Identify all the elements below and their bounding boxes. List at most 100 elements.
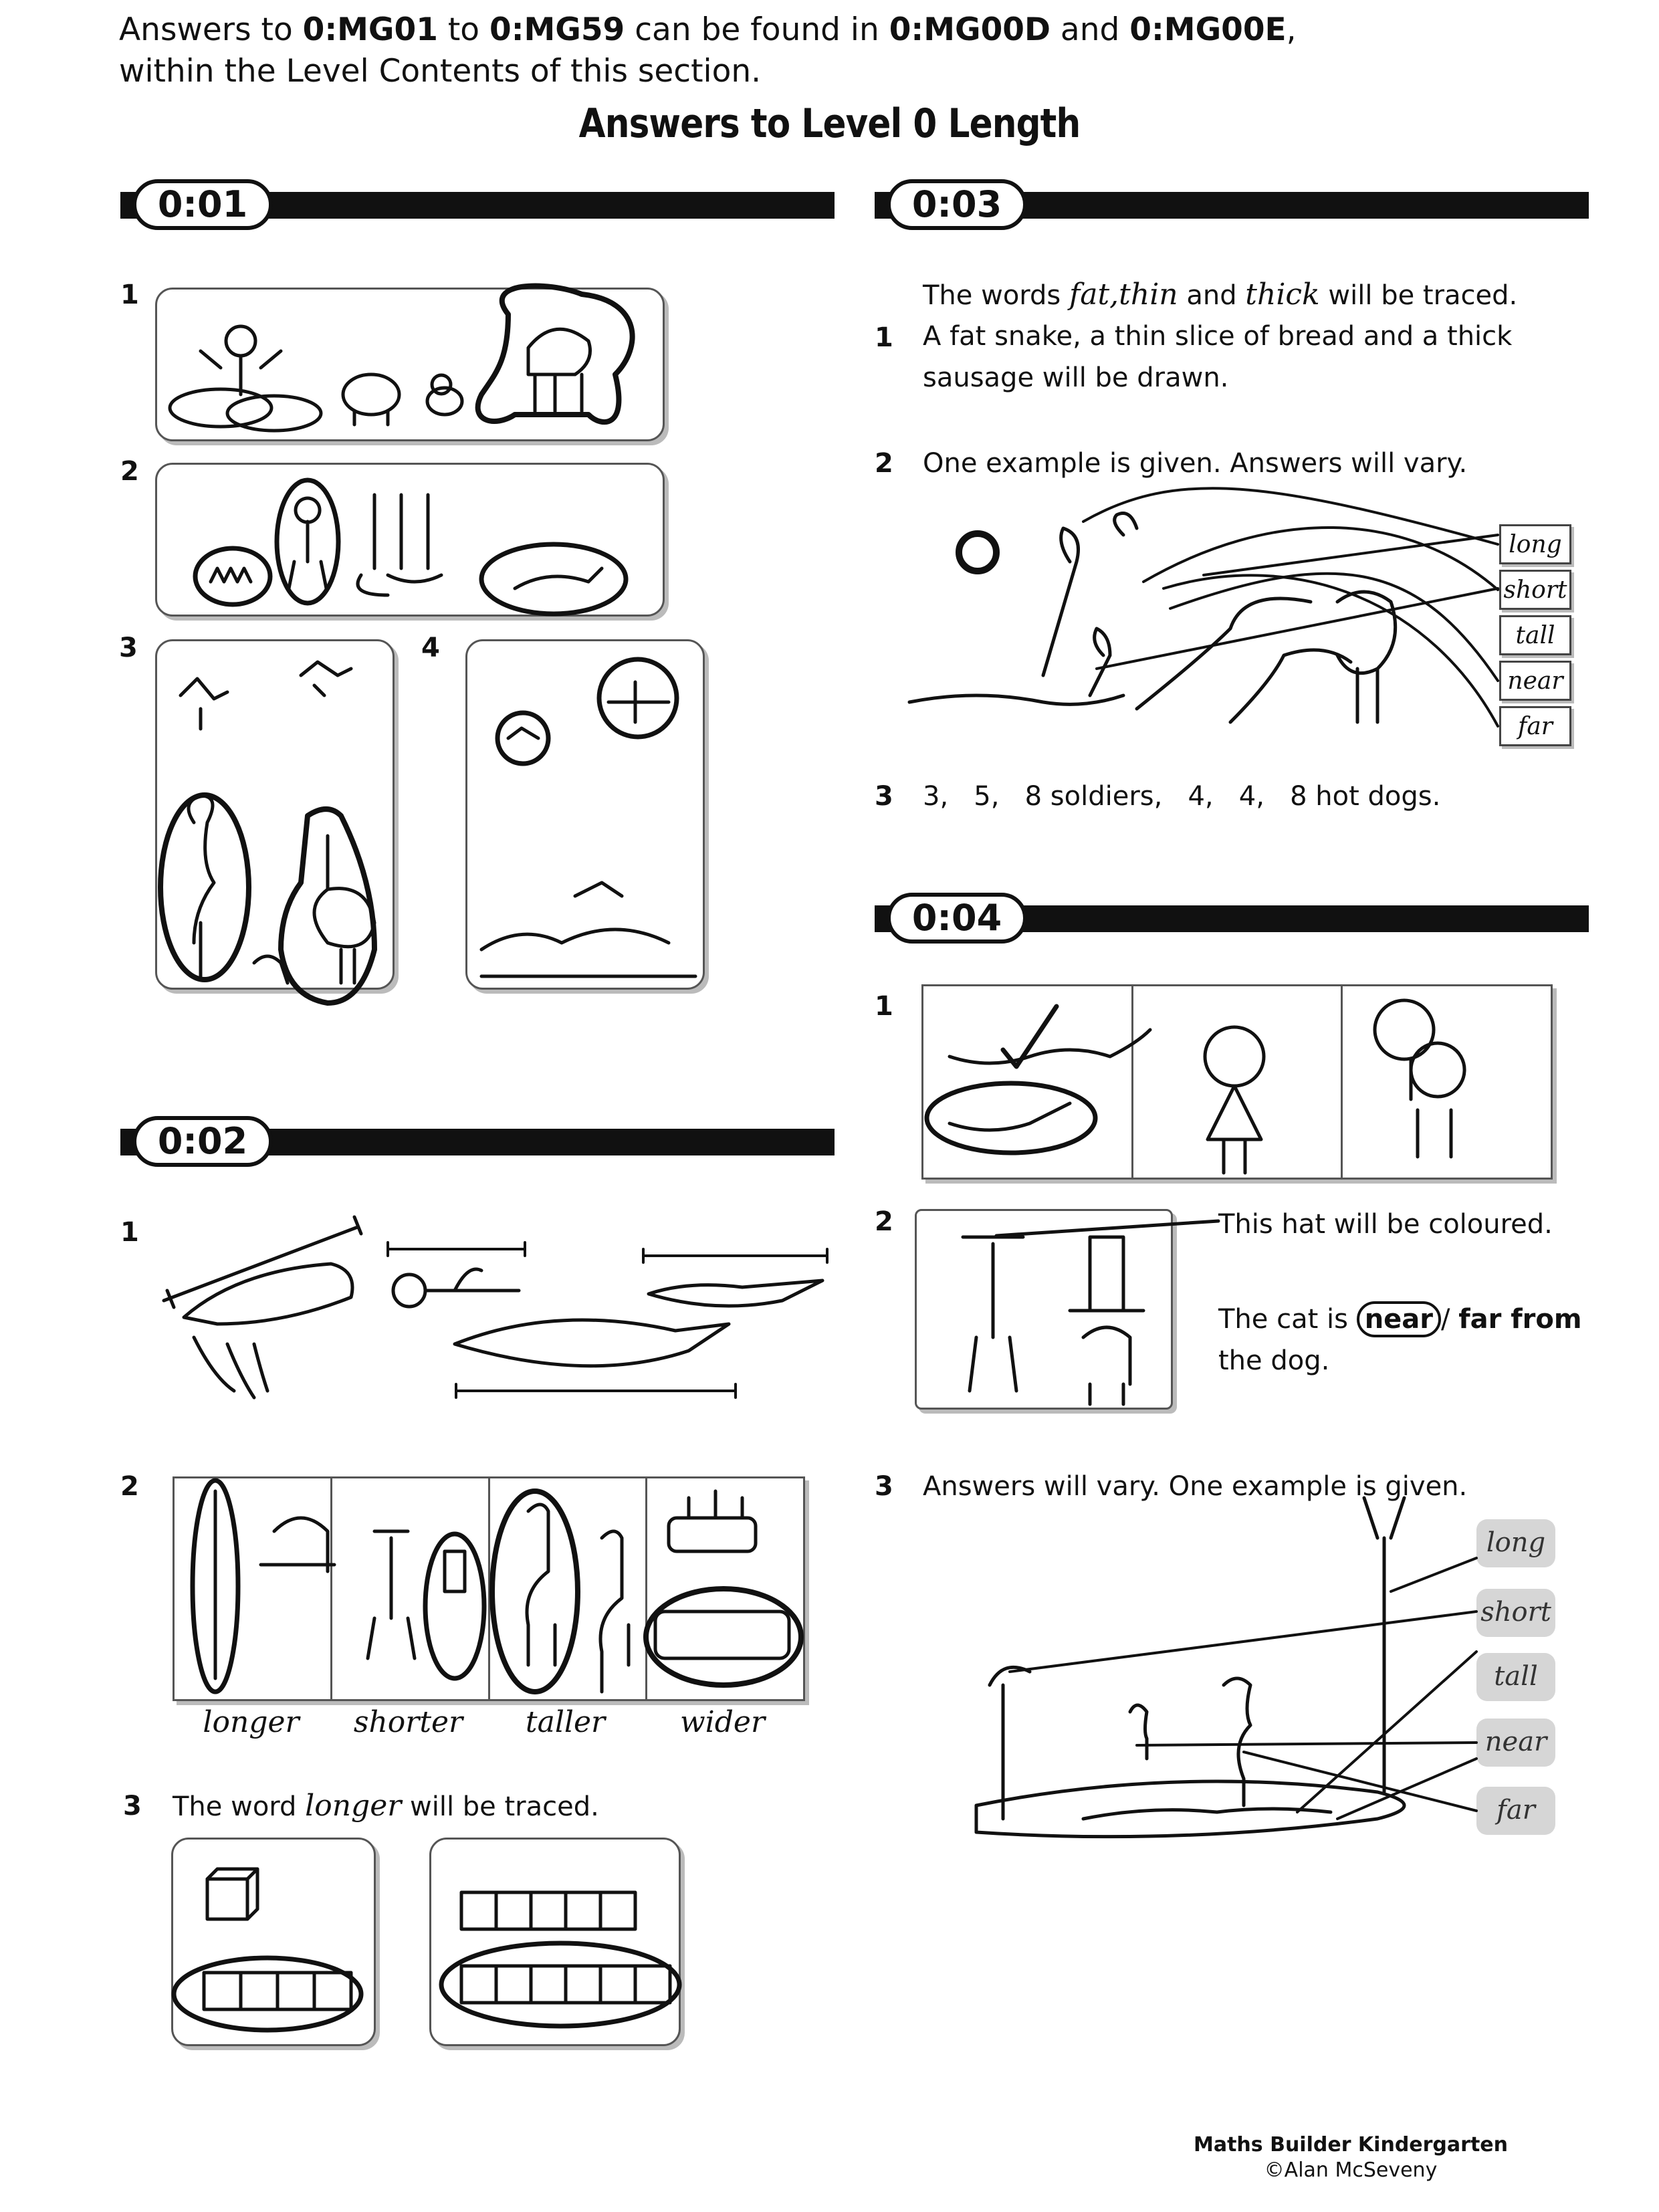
label-far: far: [1476, 1787, 1555, 1835]
question-number: 1: [875, 322, 893, 353]
footer-copyright: ©Alan McSeveny: [1264, 2159, 1438, 2182]
question-number: 2: [120, 1471, 139, 1502]
word-shorter: shorter: [353, 1705, 463, 1739]
bird-circle: [495, 710, 551, 766]
giraffe-icon: [525, 1503, 557, 1667]
boy-icon: [1409, 1041, 1466, 1159]
question-number: 3: [123, 1791, 142, 1821]
scene-icon: [479, 881, 697, 978]
question-number: 1: [120, 1217, 139, 1248]
label-short: short: [1476, 1589, 1555, 1637]
word-taller: taller: [525, 1705, 606, 1739]
tall-palm-icon: [1362, 1496, 1406, 1794]
footer-title: Maths Builder Kindergarten: [1193, 2133, 1508, 2156]
divider: [330, 1478, 332, 1699]
emu-icon: [1335, 590, 1398, 724]
man-icon: [366, 1529, 417, 1660]
divider: [488, 1478, 490, 1699]
label-far: far: [1499, 706, 1571, 746]
worm-icon: [948, 1028, 1152, 1065]
intro-line-1: Answers to 0:MG01 to 0:MG59 can be found…: [119, 11, 1297, 48]
small-bird-icon: [252, 954, 290, 985]
circled-near: near: [1356, 1301, 1442, 1337]
dolphin-icon: [182, 1262, 354, 1326]
splash-icon: [192, 1335, 269, 1400]
hat-pointer-line: [994, 1219, 1220, 1238]
pond-icon: [974, 1779, 1406, 1839]
bird-icon: [1113, 512, 1139, 537]
flamingo-circle: [158, 792, 251, 982]
giraffe-icon: [598, 1529, 631, 1694]
cat-line-2: the dog.: [1218, 1345, 1330, 1376]
label-long: long: [1499, 524, 1571, 564]
worm-circle: [924, 1081, 1098, 1155]
giraffe-circle: [489, 1488, 580, 1694]
flower-stem-icon: [423, 1267, 521, 1293]
small-flamingo-icon: [1128, 1703, 1149, 1761]
divider: [645, 1478, 647, 1699]
boy-circle: [274, 477, 341, 606]
section-label-003: 0:03: [887, 179, 1027, 230]
far-from: far from: [1458, 1304, 1582, 1335]
pig-icon: [341, 372, 401, 427]
question-number: 3: [875, 781, 893, 812]
question-number: 3: [875, 1471, 893, 1502]
hat-text: This hat will be coloured.: [1218, 1209, 1553, 1240]
wide-cake-circle: [643, 1586, 804, 1688]
answer-panel: [465, 639, 705, 990]
worm-icon: [948, 1101, 1072, 1132]
hedgehog-icon: [209, 566, 253, 584]
divider: [1131, 986, 1133, 1178]
lizard-icon: [513, 566, 604, 590]
girl-icon: [1203, 1025, 1266, 1088]
lizard-circle: [479, 542, 629, 617]
code-mg59: 0:MG59: [489, 11, 625, 48]
divider: [1341, 986, 1343, 1178]
label-near: near: [1499, 661, 1571, 701]
cat-icon: [425, 373, 464, 417]
mushroom-icon: [1041, 526, 1080, 677]
measure-line: [455, 1383, 737, 1399]
traced-word-thin: thin: [1119, 278, 1178, 312]
intro-line-2: within the Level Contents of this sectio…: [119, 53, 762, 90]
man-icon: [961, 1235, 1025, 1393]
q3-text: Answers will vary. One example is given.: [923, 1471, 1468, 1502]
section-label-001: 0:01: [132, 179, 273, 230]
flamingo-icon: [1222, 1676, 1252, 1807]
question-number: 2: [875, 448, 893, 479]
sawfish-icon: [647, 1279, 824, 1308]
cat-icon: [1081, 1325, 1132, 1406]
bird-icon: [179, 677, 229, 731]
cake-icon: [653, 1610, 791, 1660]
answer-panel: [155, 463, 665, 617]
label-tall: tall: [1499, 615, 1571, 655]
q3-answer: 3, 5, 8 soldiers, 4, 4, 8 hot dogs.: [923, 781, 1441, 812]
flamingo-icon: [187, 794, 216, 978]
fishing-line-circle: [190, 1478, 241, 1694]
magnifier-icon: [1373, 998, 1436, 1061]
connector-lines: [1082, 487, 1499, 728]
traced-words-intro: The words fat,thin and thick will be tra…: [923, 278, 1518, 312]
label-near: near: [1476, 1719, 1555, 1767]
bird-icon: [506, 726, 540, 740]
traced-word-longer: longer: [305, 1789, 402, 1823]
picture-strip: [921, 984, 1553, 1180]
tall-hat-icon: [1068, 1235, 1145, 1313]
camel-icon: [475, 283, 635, 425]
emu-icon: [312, 834, 376, 985]
measure-line: [162, 1225, 360, 1303]
road-icon: [1135, 596, 1353, 724]
cat-line-1: The cat is near/ far from: [1218, 1299, 1582, 1340]
emu-circle: [278, 806, 377, 1006]
question-number: 3: [119, 633, 138, 663]
section-label-002: 0:02: [132, 1116, 273, 1167]
measure-line: [642, 1248, 828, 1264]
check-icon: [1000, 1004, 1059, 1069]
question-number: 1: [120, 280, 139, 310]
q3-text: The word longer will be traced.: [173, 1789, 599, 1823]
word-wider: wider: [680, 1705, 765, 1739]
cube-row-icon: [459, 1890, 637, 1931]
traced-word-thick: thick: [1245, 278, 1320, 312]
intro-text: Answers to 0:MG01 to 0:MG59 can be found…: [119, 9, 1297, 92]
